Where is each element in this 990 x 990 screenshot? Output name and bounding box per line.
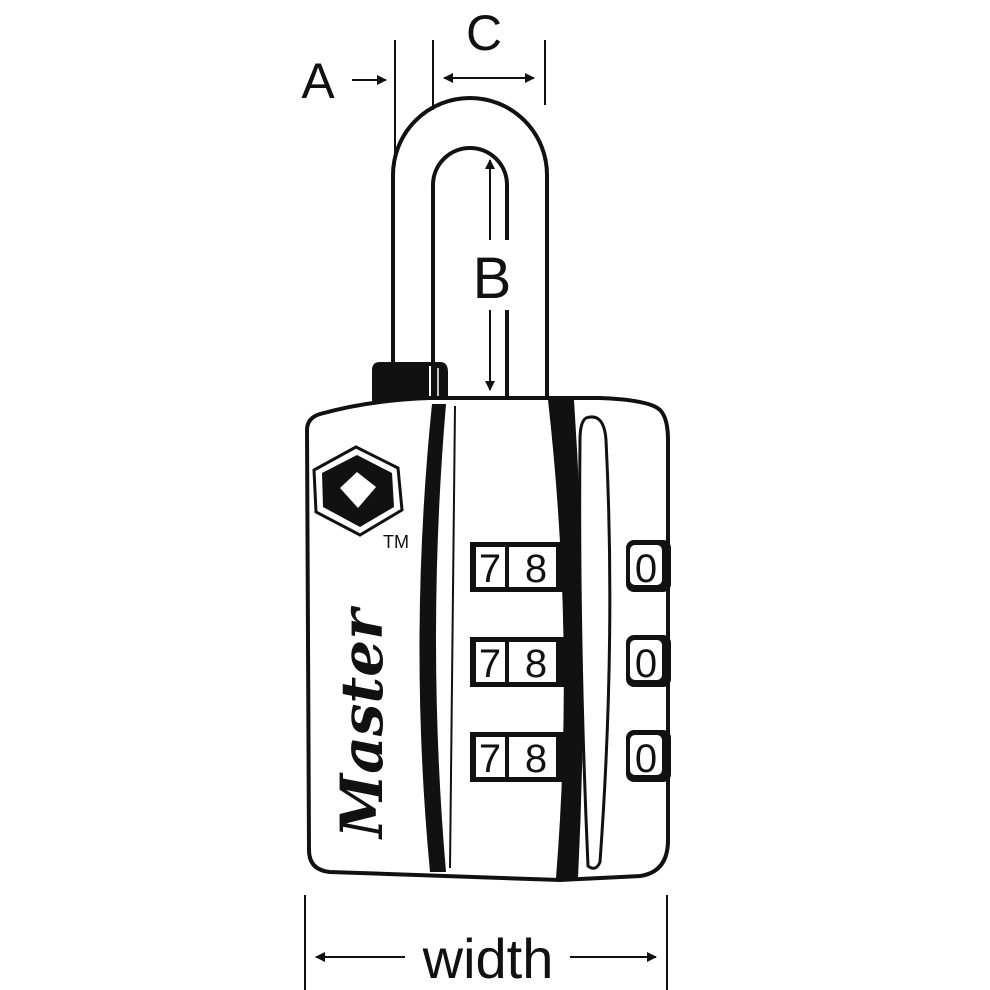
shackle [372,96,549,402]
dial-digit[interactable]: 8 [525,737,547,781]
dial-digit[interactable]: 8 [525,642,547,686]
right-panel-slot [578,415,612,870]
dial-digit[interactable]: 7 [479,547,501,591]
dial-digit[interactable]: 8 [525,547,547,591]
label-width: width [422,927,554,990]
trademark: TM [383,532,409,552]
dial-row-3: 7 8 0 [470,730,671,782]
brand-text: Master [328,605,396,840]
label-c: C [466,5,502,61]
dial-row-1: 7 8 0 [470,540,671,592]
master-logo: Master TM [312,445,409,840]
label-b: B [473,246,512,311]
dial-digit[interactable]: 0 [635,737,657,781]
dimension-c: C [432,5,546,110]
label-a: A [301,53,335,109]
dial-digit[interactable]: 0 [635,547,657,591]
dial-row-2: 7 8 0 [470,635,671,687]
dimension-width: width [304,895,668,990]
dial-digit[interactable]: 7 [479,737,501,781]
shackle-inner [431,146,509,400]
body-groove-left [419,404,446,872]
dimension-b: B [470,159,514,391]
dial-digit[interactable]: 0 [635,642,657,686]
dimension-a: A [301,40,396,165]
dial-digit[interactable]: 7 [479,642,501,686]
